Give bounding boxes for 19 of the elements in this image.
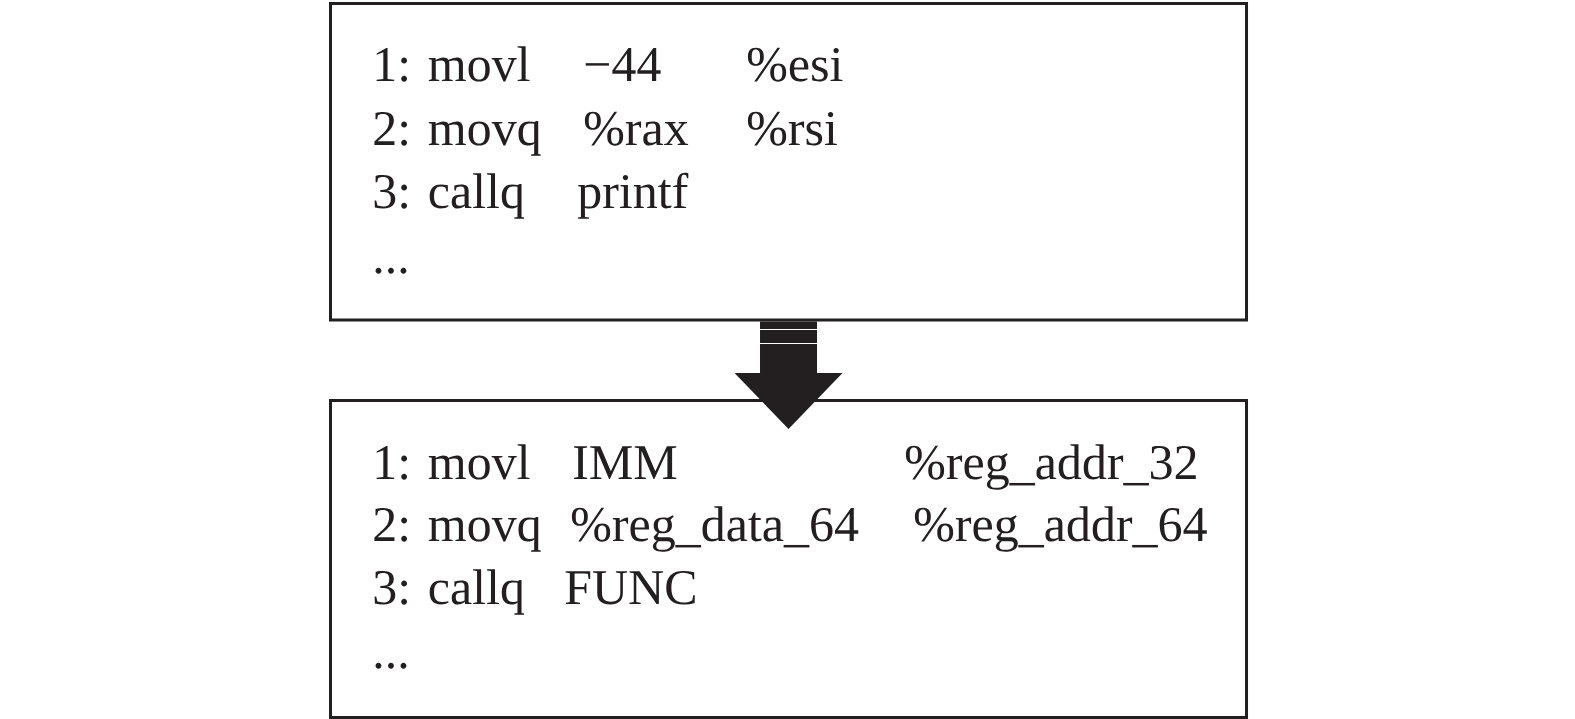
code-text: ... [375, 662, 407, 669]
code-text: %rsi [747, 111, 837, 146]
code-text: printf [578, 172, 689, 219]
code-text: %reg_addr_64 [914, 506, 1207, 552]
code-text: ... [375, 267, 407, 274]
code-text: %reg_data_64 [571, 506, 859, 552]
code-text: 3: callq [374, 173, 525, 219]
code-text: 1: movl [376, 444, 530, 480]
code-text: 3: callq [374, 569, 525, 615]
code-text: 2: movq [374, 507, 541, 552]
code-text: %esi [747, 47, 843, 82]
code-text: %reg_addr_32 [905, 444, 1196, 490]
code-text: FUNC [565, 570, 695, 605]
block-arrow [734, 321, 843, 429]
code-text: %rax [584, 111, 689, 146]
code-text: IMM [574, 446, 677, 479]
code-text: 1: movl [376, 46, 530, 82]
code-text: 2: movq [374, 111, 541, 156]
code-text: −44 [585, 48, 661, 81]
